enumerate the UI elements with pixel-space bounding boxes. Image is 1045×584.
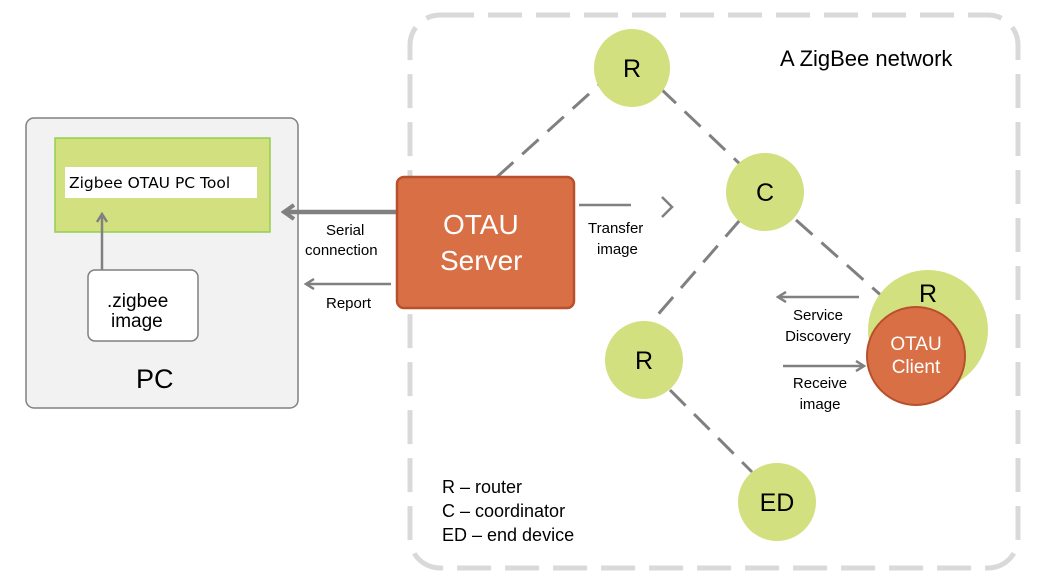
router-left-label: R xyxy=(635,347,653,375)
transfer-label-2: image xyxy=(597,241,638,258)
legend: R – router C – coordinator ED – end devi… xyxy=(442,477,574,545)
network-links xyxy=(495,82,885,474)
pc-label: PC xyxy=(136,364,174,394)
transfer-label-1: Transfer xyxy=(588,220,643,237)
link-router-left-end-device xyxy=(668,388,754,474)
service-label-2: Discovery xyxy=(785,328,851,345)
link-coordinator-router-left xyxy=(646,219,742,327)
coordinator-label: C xyxy=(756,179,774,207)
zigbee-image-label-1: .zigbee xyxy=(107,291,168,312)
link-router-top-coordinator xyxy=(658,86,744,168)
coordinator-node xyxy=(726,153,804,231)
server-label-2: Server xyxy=(440,245,522,276)
network-title: A ZigBee network xyxy=(780,46,953,71)
server-label-1: OTAU xyxy=(443,209,519,240)
legend-coordinator: C – coordinator xyxy=(442,501,565,521)
end-device-node xyxy=(738,463,816,541)
transfer-image-arrow-head xyxy=(661,196,674,218)
otau-server xyxy=(395,175,576,310)
service-label-1: Service xyxy=(793,307,843,324)
zigbee-image-file xyxy=(87,269,199,342)
legend-router: R – router xyxy=(442,477,522,497)
link-coordinator-router-client xyxy=(795,218,885,300)
zigbee-image-label-2: image xyxy=(111,311,163,332)
receive-label-2: image xyxy=(800,396,841,413)
router-node-left xyxy=(605,321,683,399)
client-label-1: OTAU xyxy=(890,334,941,355)
router-node-top xyxy=(594,29,670,107)
end-device-label: ED xyxy=(760,489,795,517)
serial-label-2: connection xyxy=(305,242,378,259)
router-top-label: R xyxy=(623,55,641,83)
otau-client xyxy=(866,306,966,406)
serial-label-1: Serial xyxy=(326,222,364,239)
receive-label-1: Receive xyxy=(793,375,847,392)
link-server-router-top xyxy=(495,82,602,179)
client-label-2: Client xyxy=(892,357,941,378)
router-client-label: R xyxy=(919,280,937,308)
pc-tool-label-bg xyxy=(65,167,257,198)
pc-tool-label: Zigbee OTAU PC Tool xyxy=(69,174,230,192)
report-label: Report xyxy=(326,295,372,312)
legend-end-device: ED – end device xyxy=(442,525,574,545)
